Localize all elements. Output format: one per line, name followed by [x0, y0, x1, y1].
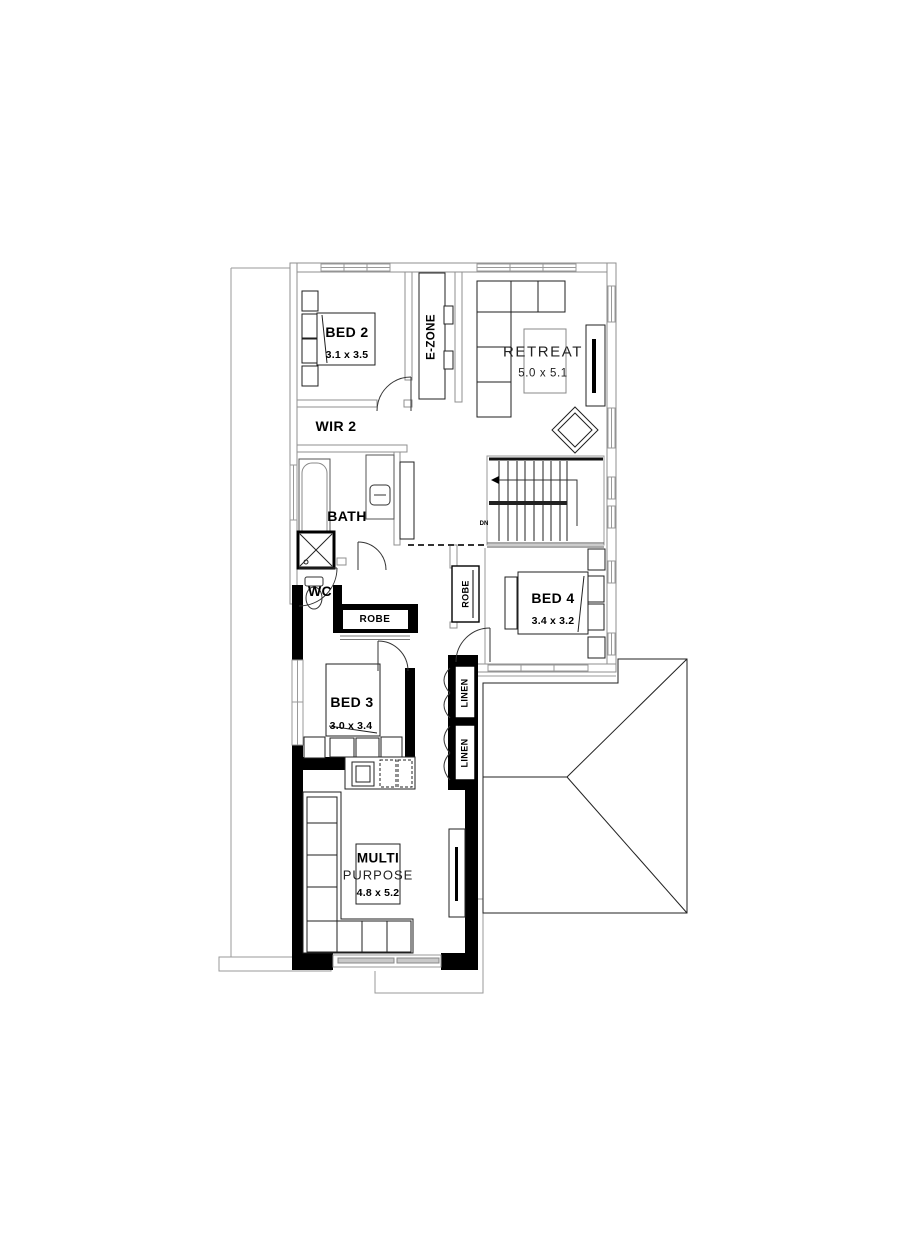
room-label-multi-line1: MULTI [356, 850, 400, 866]
room-dims-bed2: 3.1 x 3.5 [325, 348, 369, 361]
closet-label-linen-upper: LINEN [459, 678, 470, 708]
door-swings [298, 376, 491, 781]
stairs-down-label: DN [479, 521, 489, 527]
kitchenette-cabinets [344, 756, 416, 790]
closet-label-robe-bed3: ROBE [359, 614, 391, 625]
walls-black [292, 585, 478, 970]
room-label-ezone: E-ZONE [425, 314, 438, 360]
room-dims-bed3: 3.0 x 3.4 [329, 719, 373, 732]
toilet [304, 576, 324, 610]
linen-closets [454, 665, 476, 781]
closet-label-linen-lower: LINEN [459, 738, 470, 768]
room-label-retreat: RETREAT [502, 343, 584, 361]
stairs [486, 455, 605, 548]
room-label-multi-line2: PURPOSE [342, 867, 414, 883]
room-label-wc: WC [307, 583, 333, 599]
room-dims-multi: 4.8 x 5.2 [356, 886, 400, 899]
windows-upper [289, 263, 616, 672]
vanity [365, 454, 395, 520]
bed3-furniture [303, 663, 403, 759]
ezone-desk [418, 272, 454, 400]
robe-bed4-closet [451, 565, 480, 623]
room-dims-bed4: 3.4 x 3.2 [531, 614, 575, 627]
roof-outline [482, 658, 688, 914]
room-label-bed3: BED 3 [330, 694, 374, 710]
bed2-furniture [301, 290, 376, 387]
hall-cupboard [399, 461, 415, 540]
robe-bed3-closet [340, 610, 410, 640]
multi-furniture [302, 791, 466, 954]
retreat-furniture [476, 280, 606, 454]
shower [296, 530, 336, 570]
bed4-furniture [504, 548, 606, 659]
windows-lower [291, 659, 442, 968]
room-label-bath: BATH [327, 508, 367, 524]
room-label-bed2: BED 2 [325, 324, 369, 340]
room-label-wir2: WIR 2 [315, 418, 357, 434]
room-label-bed4: BED 4 [531, 590, 575, 606]
closet-label-robe-bed4: ROBE [460, 580, 471, 608]
room-dims-retreat: 5.0 x 5.1 [518, 367, 568, 380]
eave-outline [374, 675, 616, 994]
